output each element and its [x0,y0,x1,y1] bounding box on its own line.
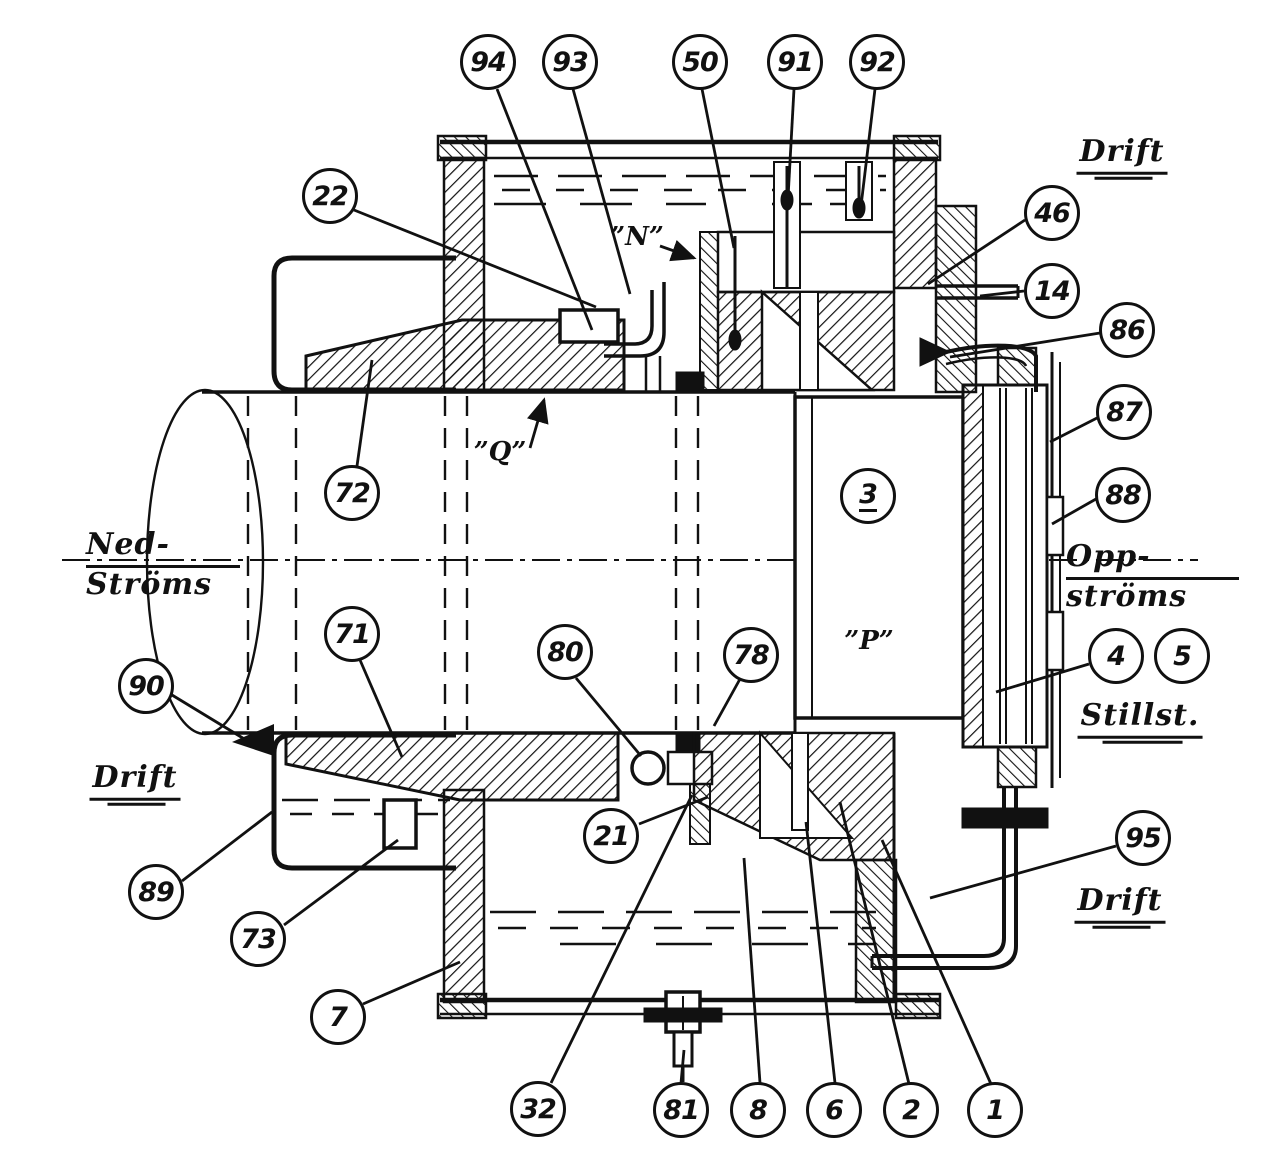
label-stillst-text: Stillst. [1077,697,1203,739]
label-opp-line1: Opp- [1066,539,1239,580]
callout-72: 72 [324,465,380,521]
callout-73: 73 [230,911,286,967]
callout-leader-lines [171,88,1117,1085]
drain-plug [643,990,723,1082]
label-oppstroms: Opp- ströms [1066,539,1239,614]
label-drift-left-text: Drift [89,759,181,801]
label-q: ”Q” [473,437,527,467]
callout-50: 50 [672,34,728,90]
callout-3: 3 [840,468,896,524]
label-drift-top-text: Drift [1076,133,1168,175]
label-nedstroms: Ned- Ströms [86,527,240,602]
reference-arrows [526,239,697,449]
label-drift-bottom: Drift [1074,882,1166,924]
shaft-seal-90 [232,724,274,756]
callout-91: 91 [767,34,823,90]
callout-81: 81 [653,1082,709,1138]
upper-bearing-shell [304,308,705,393]
upper-right-assembly [699,161,1038,392]
callout-46: 46 [1024,185,1080,241]
label-opp-line2: ströms [1066,578,1188,614]
lower-right-assembly [692,730,1049,1004]
callout-2: 2 [883,1082,939,1138]
callout-78: 78 [723,627,779,683]
callout-14: 14 [1024,263,1080,319]
label-ned-line2: Ströms [86,566,212,602]
label-stillst: Stillst. [1077,697,1203,739]
callout-6: 6 [806,1082,862,1138]
callout-90: 90 [118,658,174,714]
callout-92: 92 [849,34,905,90]
oil-pipe-n [604,282,666,392]
upper-housing [436,134,1020,394]
callout-94: 94 [460,34,516,90]
label-drift-bottom-text: Drift [1074,882,1166,924]
lower-bearing-shell [284,731,714,845]
callout-89: 89 [128,864,184,920]
label-drift-top: Drift [1076,133,1168,175]
shaft [145,388,965,736]
callout-5: 5 [1154,628,1210,684]
callout-88: 88 [1095,467,1151,523]
callout-80: 80 [537,624,593,680]
label-n: ”N” [610,222,664,252]
callout-1: 1 [967,1082,1023,1138]
callout-93: 93 [542,34,598,90]
callout-7: 7 [310,989,366,1045]
callout-71: 71 [324,606,380,662]
label-p: ”P” [844,626,894,656]
label-ned-line1: Ned- [86,527,240,568]
callout-3-number: 3 [859,478,878,512]
callout-86: 86 [1099,302,1155,358]
callout-95: 95 [1115,810,1171,866]
callout-32: 32 [510,1081,566,1137]
callout-22: 22 [302,168,358,224]
label-drift-left: Drift [89,759,181,801]
callout-21: 21 [583,808,639,864]
callout-87: 87 [1096,384,1152,440]
callout-8: 8 [730,1082,786,1138]
thrust-disc-assembly [961,346,1065,789]
upper-left-oil-box [271,255,456,393]
callout-4: 4 [1088,628,1144,684]
